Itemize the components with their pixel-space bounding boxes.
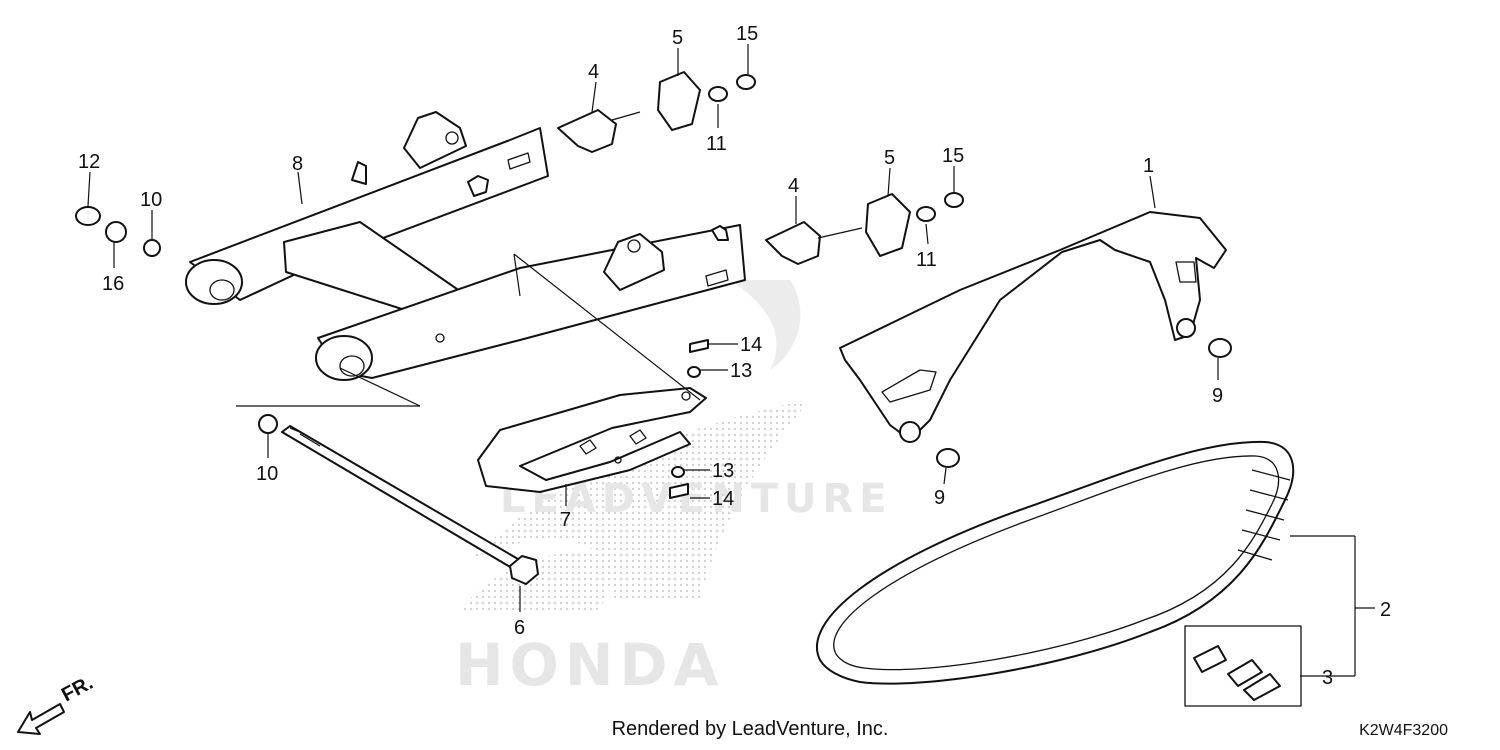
- chain-adjuster-upper: [557, 71, 756, 153]
- callout-13-upper: 13: [730, 360, 752, 382]
- callout-15-lower: 15: [942, 145, 964, 167]
- callout-14-lower: 14: [712, 488, 734, 510]
- callout-4-upper: 4: [588, 61, 599, 83]
- callout-14-upper: 14: [740, 334, 762, 356]
- callout-9-lower: 9: [934, 487, 945, 509]
- callout-2: 2: [1380, 599, 1391, 621]
- master-link-kit: [1184, 625, 1302, 707]
- callout-13-lower: 13: [712, 460, 734, 482]
- callout-5-upper: 5: [672, 27, 683, 49]
- front-arrow-icon: [17, 703, 65, 735]
- front-direction-label: FR.: [58, 672, 97, 707]
- drive-chain: [815, 440, 1295, 685]
- small-fasteners: [75, 206, 1232, 499]
- callout-15-upper: 15: [736, 23, 758, 45]
- callout-10-lower: 10: [256, 463, 278, 485]
- front-direction-indicator: FR.: [17, 672, 97, 735]
- callout-3: 3: [1322, 667, 1333, 689]
- chain-case: [839, 211, 1227, 443]
- callout-11-upper: 11: [706, 133, 727, 155]
- callout-1: 1: [1143, 155, 1154, 177]
- swing-arm: [185, 111, 746, 381]
- leader-lines: [87, 44, 1375, 677]
- callout-12: 12: [78, 151, 100, 173]
- callout-6: 6: [514, 617, 525, 639]
- callout-9-right: 9: [1212, 385, 1223, 407]
- callout-5-lower: 5: [884, 147, 895, 169]
- diagram-code: K2W4F3200: [1359, 722, 1448, 739]
- chain-slider: [477, 387, 707, 493]
- callout-16: 16: [102, 273, 124, 295]
- callout-labels: 1 2 3 4 4 5 5 6 7 8 9 9 10 10 11 11 12 1…: [78, 23, 1391, 689]
- chain-adjuster-lower: [765, 192, 964, 265]
- callout-8: 8: [292, 153, 303, 175]
- callout-4-lower: 4: [788, 175, 799, 197]
- render-credit: Rendered by LeadVenture, Inc.: [611, 718, 889, 740]
- callout-10-upper: 10: [140, 189, 162, 211]
- callout-7: 7: [560, 509, 571, 531]
- watermark-brand-word: HONDA: [455, 631, 724, 699]
- callout-11-lower: 11: [916, 249, 937, 271]
- axle-bolt: [281, 425, 539, 585]
